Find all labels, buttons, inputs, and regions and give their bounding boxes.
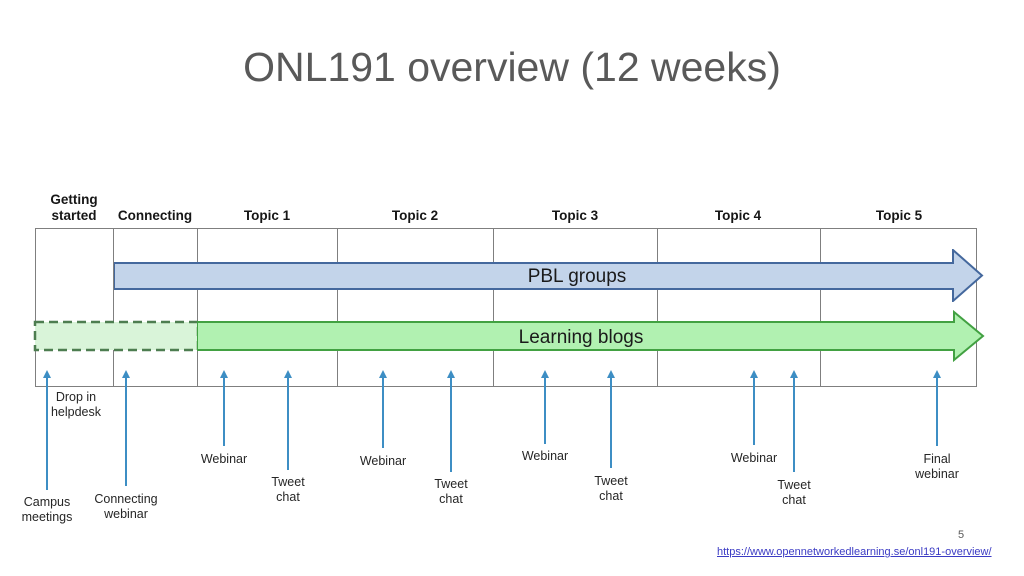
- column-divider: [493, 228, 494, 387]
- event-arrow-icon: [750, 370, 759, 445]
- pbl-groups-label: PBL groups: [527, 266, 627, 287]
- helpdesk-label: Drop in helpdesk: [50, 390, 102, 419]
- column-header-7: Topic 5: [875, 208, 923, 224]
- pbl-groups-arrow: [114, 249, 984, 302]
- column-divider: [337, 228, 338, 387]
- blogs-arrow-shape: [197, 310, 985, 362]
- column-header-3: Topic 1: [243, 208, 291, 224]
- event-arrow-icon: [790, 370, 799, 472]
- event-label: Connecting webinar: [94, 492, 158, 521]
- column-header-2: Connecting: [117, 208, 193, 224]
- column-divider: [197, 228, 198, 387]
- column-divider: [820, 228, 821, 387]
- event-label: Final webinar: [915, 452, 959, 481]
- column-header-1: Getting started: [50, 192, 98, 224]
- pbl-arrow-shape: [114, 249, 984, 302]
- event-label: Webinar: [521, 449, 569, 463]
- event-arrow-icon: [607, 370, 616, 468]
- pre-course-dashed-rect: [33, 320, 200, 352]
- slide-title: ONL191 overview (12 weeks): [243, 44, 781, 90]
- event-label: Webinar: [359, 454, 407, 468]
- column-divider: [113, 228, 114, 387]
- event-label: Tweet chat: [434, 477, 468, 506]
- event-arrow-icon: [220, 370, 229, 446]
- event-label: Webinar: [730, 451, 778, 465]
- event-arrow-icon: [447, 370, 456, 472]
- event-label: Tweet chat: [594, 474, 628, 503]
- timeline-table: [35, 228, 977, 387]
- event-arrow-icon: [284, 370, 293, 470]
- event-label: Tweet chat: [271, 475, 305, 504]
- event-arrow-icon: [122, 370, 131, 486]
- learning-blogs-arrow: [197, 310, 985, 362]
- learning-blogs-label: Learning blogs: [518, 327, 644, 348]
- event-label: Webinar: [200, 452, 248, 466]
- page-number: 5: [958, 529, 965, 541]
- event-label: Tweet chat: [777, 478, 811, 507]
- event-arrow-icon: [43, 370, 52, 490]
- column-header-6: Topic 4: [714, 208, 762, 224]
- column-divider: [657, 228, 658, 387]
- pre-course-dashed-box: [33, 320, 200, 352]
- event-arrow-icon: [541, 370, 550, 444]
- event-label: Campus meetings: [21, 495, 73, 524]
- column-header-4: Topic 2: [391, 208, 439, 224]
- event-arrow-icon: [933, 370, 942, 446]
- event-arrow-icon: [379, 370, 388, 448]
- column-header-5: Topic 3: [551, 208, 599, 224]
- course-link[interactable]: https://www.opennetworkedlearning.se/onl…: [717, 546, 992, 558]
